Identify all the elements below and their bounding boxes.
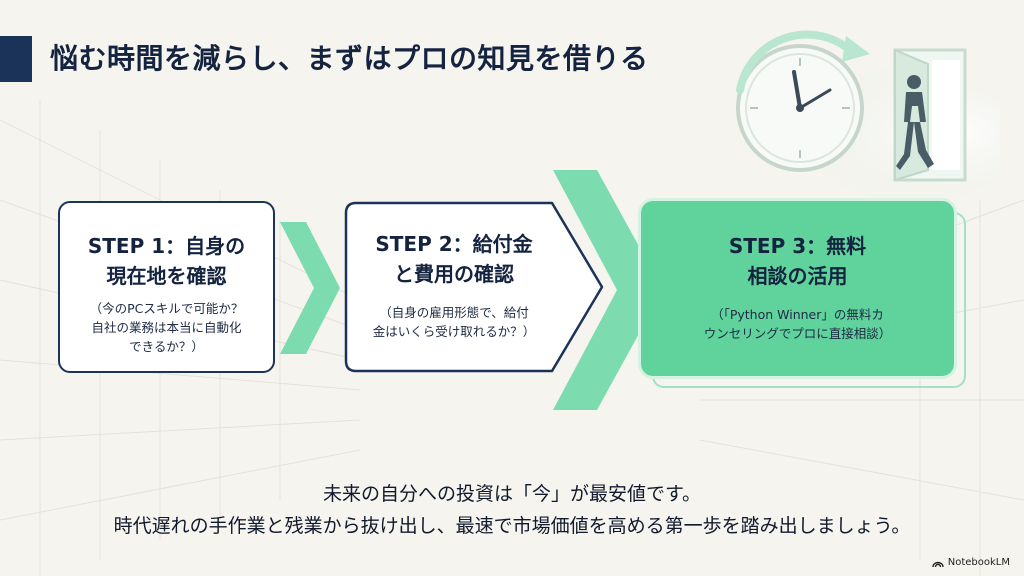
step-3-desc: （「Python Winner」の無料カ ウンセリングでプロに直接相談） <box>641 305 954 343</box>
brand-watermark: NotebookLM <box>932 557 1010 568</box>
step-1-desc-line1: （今のPCスキルで可能か？ <box>89 301 244 316</box>
step-1-title-line1: STEP 1：自身の <box>87 234 246 258</box>
step-2-desc: （自身の雇用形態で、給付 金はいくら受け取れるか？） <box>346 303 562 341</box>
title-accent-bar <box>0 36 32 82</box>
notebooklm-logo-icon <box>932 561 944 567</box>
step-1-card: STEP 1：自身の 現在地を確認 （今のPCスキルで可能か？ 自社の業務は本当… <box>58 201 275 373</box>
step-2-card: STEP 2：給付金 と費用の確認 （自身の雇用形態で、給付 金はいくら受け取れ… <box>346 229 562 341</box>
step-2-title-line1: STEP 2：給付金 <box>375 232 533 256</box>
step-1-desc: （今のPCスキルで可能か？ 自社の業務は本当に自動化 できるか？） <box>60 299 273 356</box>
clock-door-illustration <box>736 30 1000 200</box>
step-1-title-line2: 現在地を確認 <box>106 264 227 288</box>
step-1-desc-line2: 自社の業務は本当に自動化 <box>91 320 242 335</box>
step-3-desc-line1: （「Python Winner」の無料カ <box>711 307 884 322</box>
person-icon <box>896 75 934 170</box>
brand-label: NotebookLM <box>947 557 1010 568</box>
step-2-card-shape <box>344 201 604 373</box>
step-2-desc-line1: （自身の雇用形態で、給付 <box>379 305 529 320</box>
page-title: 悩む時間を減らし、まずはプロの知見を借りる <box>50 42 649 75</box>
step-3-desc-line2: ウンセリングでプロに直接相談） <box>703 326 892 341</box>
step-3-title-line1: STEP 3：無料 <box>728 234 867 258</box>
footer-line-2: 時代遅れの手作業と残業から抜け出し、最速で市場価値を高める第一歩を踏み出しましょ… <box>113 515 911 537</box>
footer-line-1: 未来の自分への投資は「今」が最安値です。 <box>322 483 702 505</box>
step-3-card: STEP 3：無料 相談の活用 （「Python Winner」の無料カ ウンセ… <box>641 201 954 376</box>
step-2-title-line2: と費用の確認 <box>394 262 514 286</box>
step-2-desc-line2: 金はいくら受け取れるか？） <box>372 324 536 339</box>
chevron-arrow-1-icon <box>280 222 340 354</box>
step-1-desc-line3: できるか？） <box>129 339 204 354</box>
step-3-title-line2: 相談の活用 <box>747 264 848 288</box>
